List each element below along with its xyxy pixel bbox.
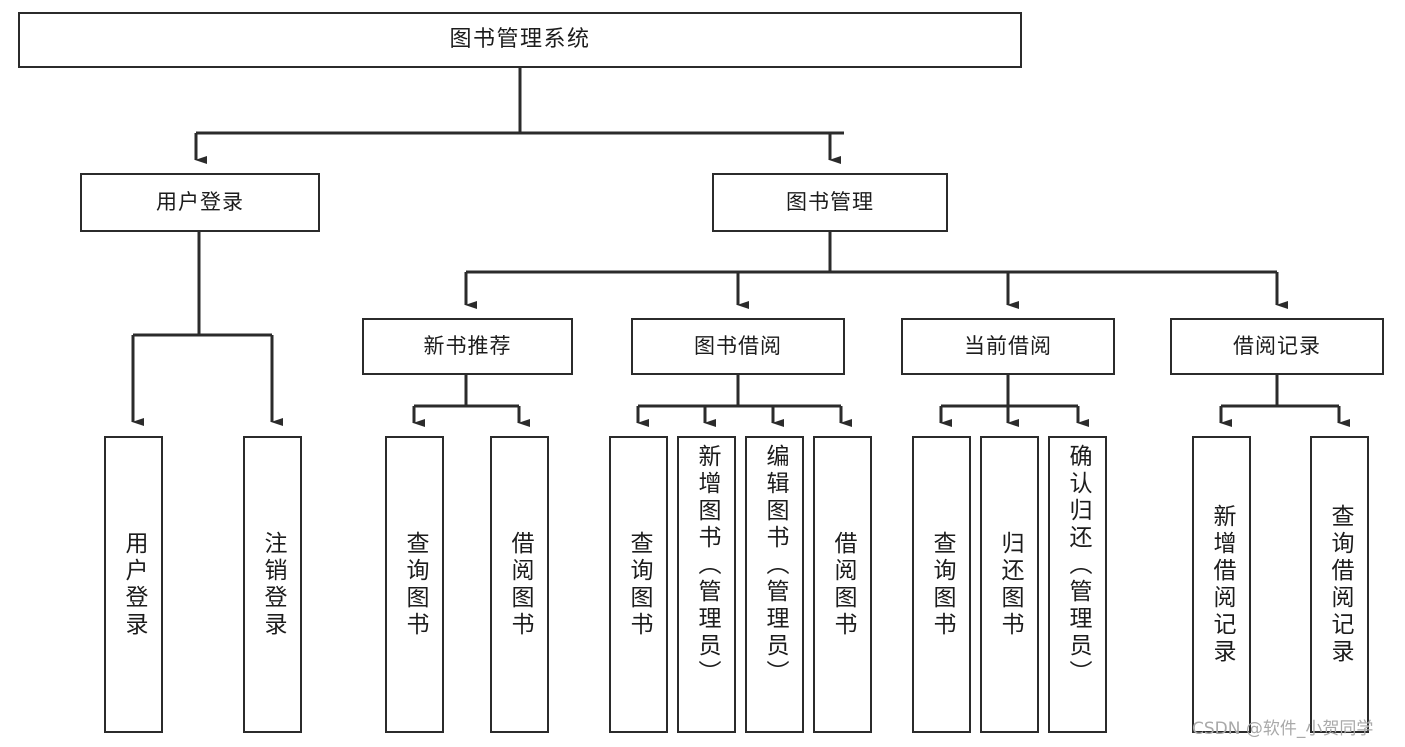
node-label: 借阅图书 xyxy=(507,530,533,639)
node-label: 当前借阅 xyxy=(964,334,1052,359)
leaf-borrow-books-recommend[interactable]: 借阅图书 xyxy=(490,436,549,733)
leaf-query-books-recommend[interactable]: 查询图书 xyxy=(385,436,444,733)
node-label: 查询图书 xyxy=(929,530,955,639)
leaf-query-books-borrow[interactable]: 查询图书 xyxy=(609,436,668,733)
leaf-edit-book-admin[interactable]: 编辑图书（管理员） xyxy=(745,436,804,733)
node-label: 图书管理系统 xyxy=(449,27,591,53)
node-user-login[interactable]: 用户登录 xyxy=(80,173,320,232)
node-label: 新书推荐 xyxy=(423,334,512,359)
csdn-watermark: CSDN @软件_小贺同学 xyxy=(1192,719,1374,739)
node-label: 图书借阅 xyxy=(694,334,782,359)
leaf-user-login[interactable]: 用户登录 xyxy=(104,436,163,733)
node-label: 图书管理 xyxy=(786,190,874,215)
node-new-book-recommend[interactable]: 新书推荐 xyxy=(362,318,573,375)
leaf-query-borrow-record[interactable]: 查询借阅记录 xyxy=(1310,436,1369,733)
node-label: 注销登录 xyxy=(260,530,286,639)
node-label: 新增借阅记录 xyxy=(1209,503,1235,666)
node-borrow-records[interactable]: 借阅记录 xyxy=(1170,318,1384,375)
node-book-management[interactable]: 图书管理 xyxy=(712,173,948,232)
node-label: 借阅图书 xyxy=(830,530,856,639)
node-current-borrow[interactable]: 当前借阅 xyxy=(901,318,1115,375)
node-label: 查询图书 xyxy=(626,530,652,639)
leaf-add-book-admin[interactable]: 新增图书（管理员） xyxy=(677,436,736,733)
node-label: 查询借阅记录 xyxy=(1327,503,1353,666)
leaf-return-books[interactable]: 归还图书 xyxy=(980,436,1039,733)
node-label: 借阅记录 xyxy=(1233,334,1321,359)
leaf-add-borrow-record[interactable]: 新增借阅记录 xyxy=(1192,436,1251,733)
node-label: 用户登录 xyxy=(121,530,147,639)
node-label: 新增图书（管理员） xyxy=(694,444,720,687)
leaf-borrow-books[interactable]: 借阅图书 xyxy=(813,436,872,733)
node-label: 编辑图书（管理员） xyxy=(762,444,788,687)
node-label: 确认归还（管理员） xyxy=(1065,444,1091,687)
node-label: 用户登录 xyxy=(156,190,244,215)
leaf-logout[interactable]: 注销登录 xyxy=(243,436,302,733)
node-book-borrow[interactable]: 图书借阅 xyxy=(631,318,845,375)
leaf-confirm-return-admin[interactable]: 确认归还（管理员） xyxy=(1048,436,1107,733)
node-label: 归还图书 xyxy=(997,530,1023,639)
node-label: 查询图书 xyxy=(402,530,428,639)
leaf-query-books-current[interactable]: 查询图书 xyxy=(912,436,971,733)
node-root-system[interactable]: 图书管理系统 xyxy=(18,12,1022,68)
